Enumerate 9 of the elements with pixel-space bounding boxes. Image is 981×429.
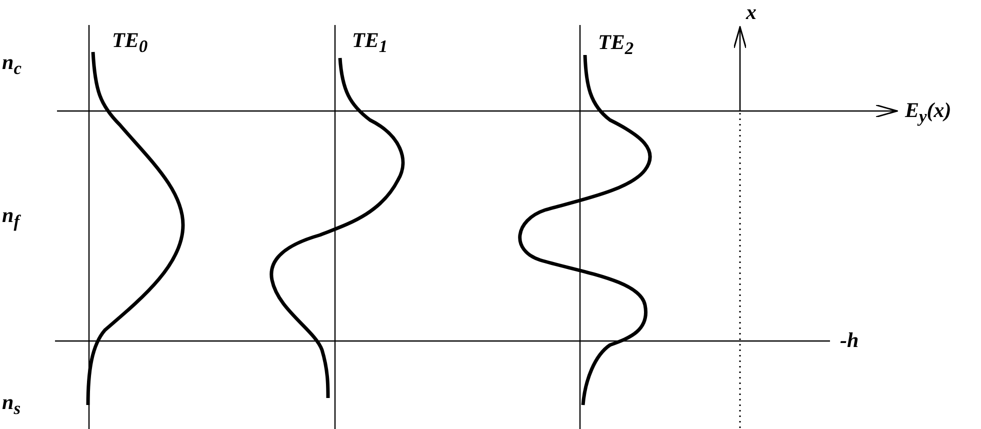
mode-label: TE$_{2}$: [598, 32, 634, 58]
boundary-label: -h: [840, 330, 859, 351]
mode-label: TE$_{1}$: [352, 30, 388, 56]
layer-label: n$_{c}$: [2, 52, 22, 78]
mode-label: TE$_{0}$: [112, 30, 148, 56]
axis-label: E$_{y}$(x): [905, 100, 952, 126]
layer-label: n$_{s}$: [2, 392, 20, 418]
layer-label: n$_{f}$: [2, 205, 20, 231]
axis-label: x: [746, 2, 756, 23]
